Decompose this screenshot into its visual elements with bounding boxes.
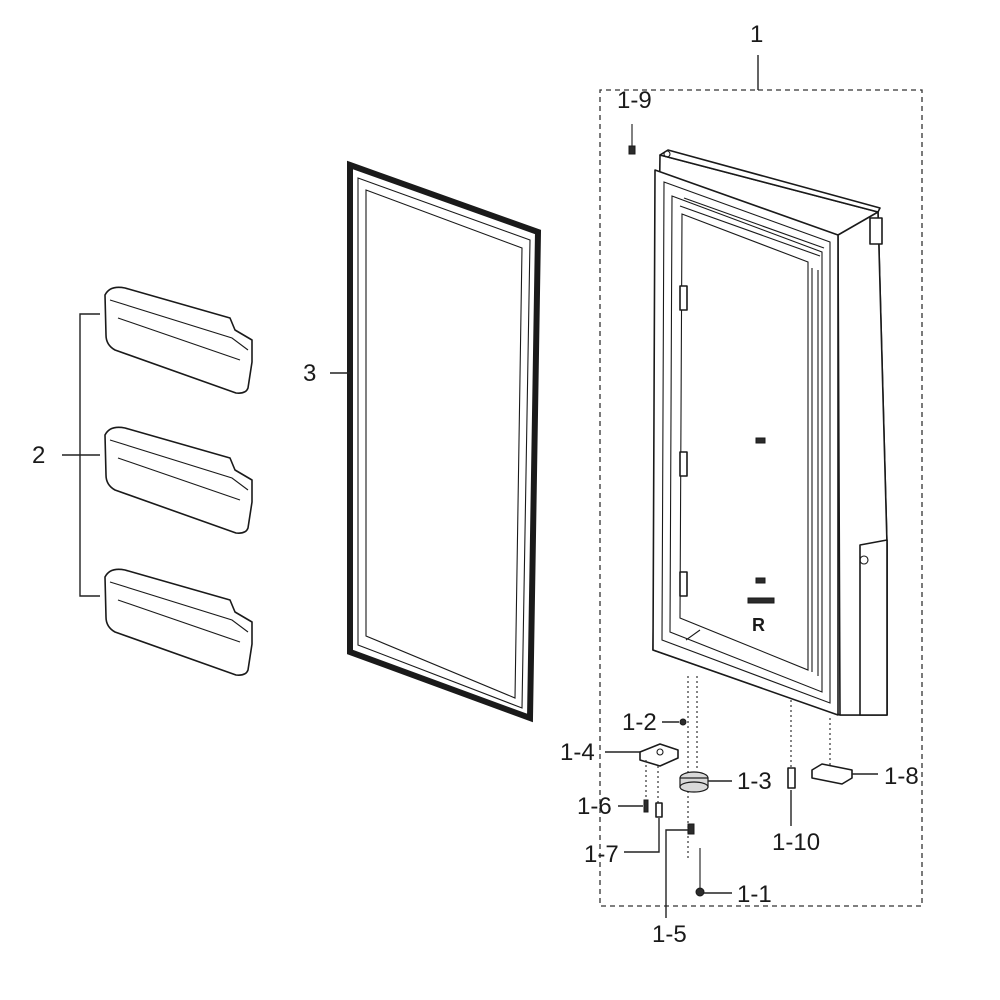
door-gasket (347, 160, 542, 723)
pin-1-1 (695, 848, 732, 897)
screw-1-9 (628, 124, 636, 155)
callout-1-2: 1-2 (622, 709, 657, 736)
door-bin-top (104, 286, 253, 394)
cover-1-8 (811, 718, 878, 785)
hinge-bracket-1-4 (605, 743, 679, 805)
hinge-cap-1-3 (679, 771, 732, 793)
door-bin-bottom (104, 568, 253, 676)
door-bin-middle (104, 426, 253, 534)
callout-1-8: 1-8 (884, 763, 919, 790)
assembly-1-boundary (599, 55, 923, 907)
callout-2: 2 (32, 442, 45, 469)
screw-1-6 (618, 799, 649, 813)
door-liner-assembly: R (652, 149, 888, 716)
callout-1-6: 1-6 (577, 793, 612, 820)
screw-1-2 (662, 676, 698, 860)
pin-1-7 (624, 802, 663, 853)
callout-1-9: 1-9 (617, 87, 652, 114)
callout-1-1: 1-1 (737, 881, 772, 908)
callout-1-10: 1-10 (772, 829, 820, 856)
pin-1-10 (787, 700, 796, 826)
callout-1: 1 (750, 21, 763, 48)
door-side-marking: R (752, 615, 765, 635)
leader-2 (62, 313, 100, 597)
callout-3: 3 (303, 360, 316, 387)
callout-1-5: 1-5 (652, 921, 687, 948)
callout-1-4: 1-4 (560, 739, 595, 766)
callout-1-3: 1-3 (737, 768, 772, 795)
callout-1-7: 1-7 (584, 841, 619, 868)
screw-1-5 (665, 823, 695, 918)
